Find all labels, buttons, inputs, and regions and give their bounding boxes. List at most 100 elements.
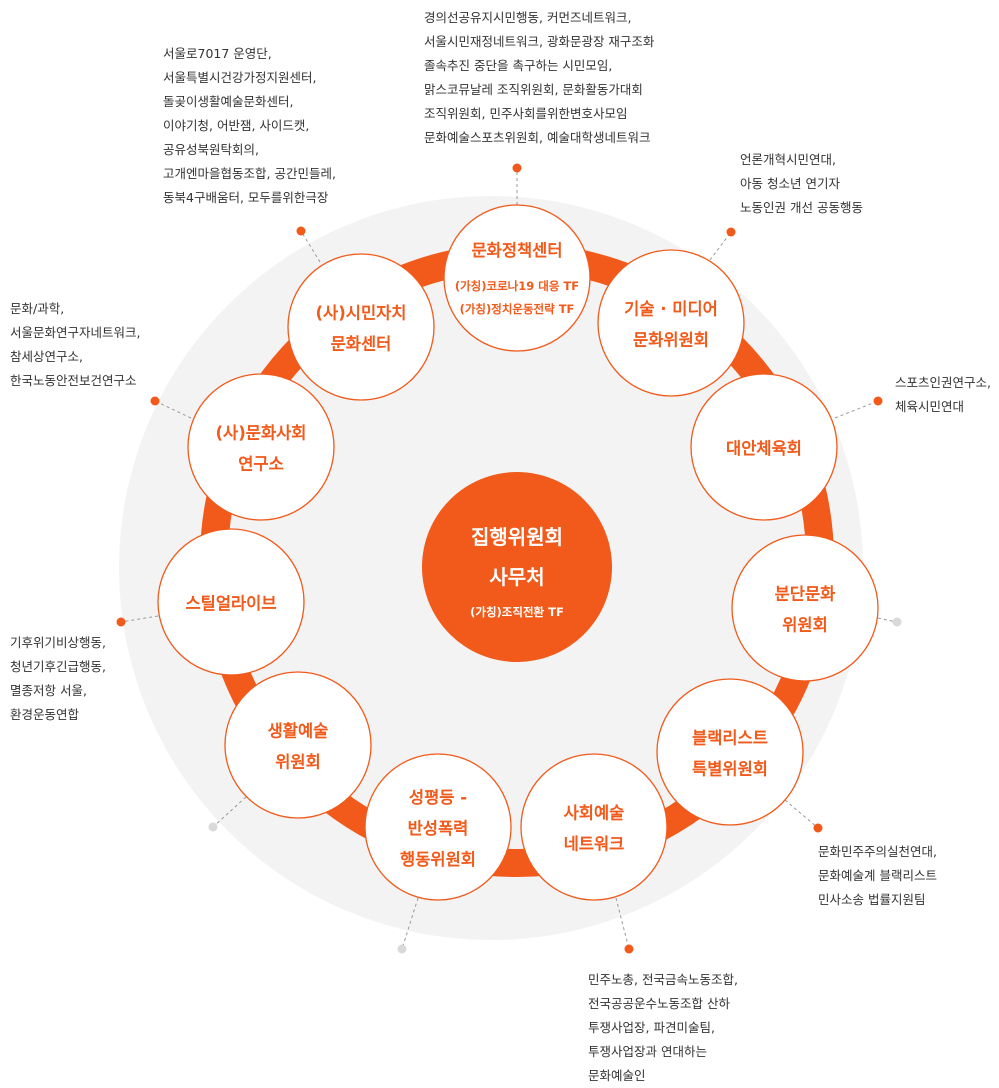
- connector-social-art-dot: [624, 944, 634, 954]
- node-label: 문화정책센터: [471, 241, 562, 260]
- node-label: 스틸얼라이브: [185, 593, 276, 613]
- node-circle: [597, 249, 745, 397]
- note-line: 조직위원회, 민주사회를위한변호사모임: [424, 106, 628, 121]
- connector-division-dot: [892, 617, 902, 627]
- note-line: 서울문화연구자네트워크,: [10, 325, 141, 340]
- note-line: 전국공공운수노동조합 산하: [588, 996, 730, 1011]
- node-label: 네트워크: [564, 834, 625, 853]
- note-line: 멸종저항 서울,: [10, 683, 87, 698]
- note-line: 졸속추진 중단을 촉구하는 시민모임,: [424, 58, 613, 73]
- node-circle: [364, 753, 512, 901]
- note-line: 서울로7017 운영단,: [163, 46, 272, 61]
- note-line: 스포츠인권연구소,: [895, 375, 991, 390]
- node-label: 성평등 -: [409, 788, 467, 807]
- center-title-line1: 집행위원회: [471, 525, 563, 549]
- connector-tech-media-line: [709, 231, 732, 261]
- connector-gender-dot: [397, 944, 407, 954]
- connector-blacklist-dot: [813, 823, 823, 833]
- note-line: 고개엔마을협동조합, 공간민들레,: [163, 166, 336, 181]
- node-circle: [157, 528, 305, 676]
- note-line: 문화예술계 블랙리스트: [818, 868, 937, 883]
- node-circle: [443, 204, 591, 352]
- connector-citizen-autonomy-dot: [296, 226, 306, 236]
- note-line: 민주노총, 전국금속노동조합,: [588, 972, 738, 987]
- connector-blacklist-line: [784, 799, 819, 829]
- node-still-alive: 스틸얼라이브: [157, 528, 305, 676]
- connector-sports-dot: [873, 396, 883, 406]
- note-line: 서울시민재정네트워크, 광화문광장 재구조화: [424, 34, 655, 49]
- note-line: 서울특별시건강가정지원센터,: [163, 70, 317, 85]
- node-label: 생활예술: [268, 720, 329, 740]
- note-line: 한국노동안전보건연구소: [10, 373, 137, 388]
- node-label: 위원회: [275, 752, 321, 771]
- note-line: 체육시민연대: [895, 399, 965, 414]
- node-label: 대안체육회: [726, 439, 802, 458]
- center-node: 집행위원회 사무처 (가칭)조직전환 TF: [422, 472, 612, 662]
- node-label: 기술 · 미디어: [624, 299, 718, 318]
- node-label: 분단문화: [775, 584, 836, 603]
- note-line: 환경운동연합: [10, 707, 80, 722]
- note-line: 청년기후긴급행동,: [10, 659, 106, 674]
- note-line: 투쟁사업장, 파견미술팀,: [588, 1020, 715, 1035]
- notes-citizen-autonomy: 서울로7017 운영단, 서울특별시건강가정지원센터, 돌곶이생활예술문화센터, 이야…: [163, 42, 336, 210]
- node-circle: [690, 373, 838, 521]
- node-label: 블랙리스트: [692, 728, 768, 747]
- node-circle: [731, 534, 879, 682]
- node-label: 문화위원회: [633, 330, 709, 349]
- connector-life-art-line: [212, 796, 247, 828]
- node-sports: 대안체육회: [690, 373, 838, 521]
- connector-gender-line: [401, 897, 419, 950]
- connector-social-art-line: [615, 897, 630, 950]
- notes-still-alive: 기후위기비상행동, 청년기후긴급행동, 멸종저항 서울, 환경운동연합: [10, 631, 106, 727]
- note-line: 이야기청, 어반잼, 사이드캣,: [163, 118, 310, 133]
- node-sub-label: (가칭)코로나19 대응 TF: [455, 279, 579, 293]
- note-line: 경의선공유지시민행동, 커먼즈네트워크,: [424, 10, 632, 25]
- note-line: 아동 청소년 연기자: [740, 176, 840, 191]
- center-title-line2: 사무처: [489, 565, 544, 589]
- note-line: 노동인권 개선 공동행동: [740, 200, 863, 215]
- note-line: 공유성북원탁회의,: [163, 142, 259, 157]
- node-circle: [656, 678, 804, 826]
- connector-citizen-autonomy-line: [300, 230, 321, 263]
- node-label: 행동위원회: [400, 849, 476, 869]
- note-line: 문화예술스포츠위원회, 예술대학생네트워크: [424, 130, 651, 145]
- note-line: 민사소송 법률지원팀: [818, 892, 926, 907]
- node-label: 연구소: [238, 454, 284, 473]
- node-label: 반성폭력: [408, 819, 469, 838]
- note-line: 맑스코뮤날레 조직위원회, 문화활동가대회: [424, 82, 643, 97]
- note-line: 언론개혁시민연대,: [740, 152, 836, 167]
- note-line: 투쟁사업장과 연대하는: [588, 1044, 707, 1059]
- connectors: [116, 163, 902, 954]
- node-circle: [187, 373, 335, 521]
- node-label: 특별위원회: [692, 759, 768, 778]
- notes-policy: 경의선공유지시민행동, 커먼즈네트워크, 서울시민재정네트워크, 광화문광장 재구…: [424, 6, 654, 150]
- node-label: 사회예술: [564, 803, 625, 822]
- node-circle: [224, 671, 372, 819]
- notes-sports: 스포츠인권연구소, 체육시민연대: [895, 371, 991, 419]
- connector-policy-dot: [512, 163, 522, 173]
- note-line: 돌곶이생활예술문화센터,: [163, 94, 294, 109]
- node-circle: [520, 753, 668, 901]
- connector-culture-society-line: [154, 400, 192, 419]
- node-label: (사)문화사회: [216, 423, 307, 442]
- notes-culture-society: 문화/과학, 서울문화연구자네트워크, 참세상연구소, 한국노동안전보건연구소: [10, 297, 140, 393]
- note-line: 동북4구배움터, 모두를위한극장: [163, 190, 329, 205]
- node-label: 위원회: [782, 615, 828, 634]
- note-line: 참세상연구소,: [10, 349, 83, 364]
- note-line: 기후위기비상행동,: [10, 635, 106, 650]
- node-label: 문화센터: [331, 334, 392, 353]
- node-label: (사)시민자치: [316, 303, 407, 322]
- connector-sports-line: [834, 400, 879, 419]
- note-line: 문화/과학,: [10, 301, 65, 316]
